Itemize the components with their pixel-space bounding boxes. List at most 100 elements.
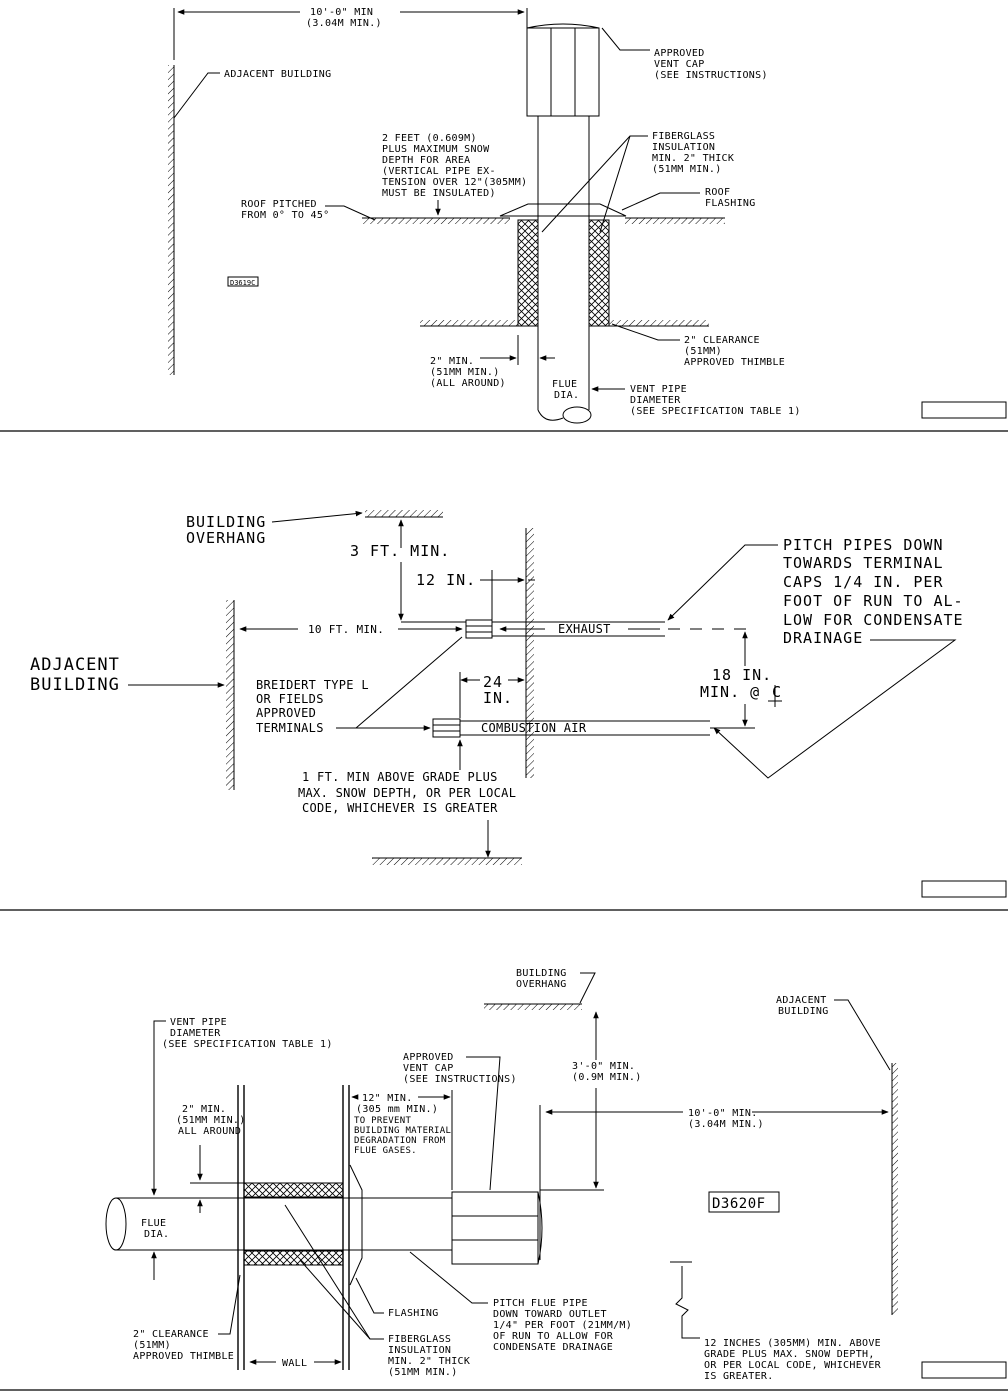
svg-text:OR PER LOCAL CODE, WHICHEVER: OR PER LOCAL CODE, WHICHEVER — [704, 1360, 882, 1371]
svg-text:BREIDERT TYPE L: BREIDERT TYPE L — [256, 678, 369, 692]
svg-text:DIA.: DIA. — [144, 1229, 169, 1240]
svg-text:18 IN.: 18 IN. — [712, 666, 772, 684]
svg-text:2 FEET (0.609M): 2 FEET (0.609M) — [382, 133, 477, 144]
svg-text:INSULATION: INSULATION — [388, 1345, 451, 1356]
svg-text:TOWARDS TERMINAL: TOWARDS TERMINAL — [783, 554, 944, 572]
svg-text:2" MIN.: 2" MIN. — [430, 356, 474, 367]
dist-top-metric: (3.04M MIN.) — [306, 18, 382, 29]
exterior-wall — [526, 528, 534, 778]
svg-text:DIAMETER: DIAMETER — [170, 1028, 221, 1039]
svg-text:APPROVED: APPROVED — [256, 706, 316, 720]
svg-text:FIBERGLASS: FIBERGLASS — [652, 131, 715, 142]
svg-text:IS GREATER.: IS GREATER. — [704, 1371, 774, 1382]
panel-sidewall-single-pipe: BUILDING OVERHANG ADJACENT BUILDING VENT… — [105, 968, 1007, 1382]
vent-cap-sidewall — [451, 1191, 539, 1265]
svg-text:VENT PIPE: VENT PIPE — [630, 384, 687, 395]
svg-text:BUILDING MATERIAL: BUILDING MATERIAL — [354, 1126, 451, 1136]
svg-text:(SEE SPECIFICATION TABLE 1): (SEE SPECIFICATION TABLE 1) — [630, 406, 801, 417]
svg-text:CONDENSATE DRAINAGE: CONDENSATE DRAINAGE — [493, 1342, 613, 1353]
svg-text:VENT PIPE: VENT PIPE — [170, 1017, 227, 1028]
svg-text:APPROVED: APPROVED — [654, 48, 705, 59]
svg-text:FIBERGLASS: FIBERGLASS — [388, 1334, 451, 1345]
svg-text:CODE, WHICHEVER IS GREATER: CODE, WHICHEVER IS GREATER — [302, 801, 498, 815]
svg-text:IN.: IN. — [483, 689, 513, 707]
drawing-id-1: D3619C — [230, 279, 255, 287]
svg-text:FLASHING: FLASHING — [388, 1308, 439, 1319]
combustion-air-label: COMBUSTION AIR — [481, 721, 587, 735]
svg-text:FLASHING: FLASHING — [705, 198, 756, 209]
svg-text:10'-0" MIN.: 10'-0" MIN. — [688, 1108, 758, 1119]
svg-text:BUILDING: BUILDING — [516, 968, 567, 979]
svg-text:MIN. 2" THICK: MIN. 2" THICK — [652, 153, 734, 164]
adjacent-building-label: ADJACENT BUILDING — [224, 69, 331, 80]
svg-text:2" CLEARANCE: 2" CLEARANCE — [684, 335, 760, 346]
svg-text:DRAINAGE: DRAINAGE — [783, 629, 863, 647]
svg-text:(ALL AROUND): (ALL AROUND) — [430, 378, 506, 389]
svg-text:(SEE INSTRUCTIONS): (SEE INSTRUCTIONS) — [403, 1074, 517, 1085]
svg-text:C: C — [772, 683, 782, 701]
grade — [372, 858, 522, 865]
svg-text:DOWN TOWARD OUTLET: DOWN TOWARD OUTLET — [493, 1309, 607, 1320]
svg-text:OVERHANG: OVERHANG — [186, 529, 266, 547]
svg-text:OR FIELDS: OR FIELDS — [256, 692, 324, 706]
svg-text:FLUE GASES.: FLUE GASES. — [354, 1146, 417, 1156]
svg-text:1/4" PER FOOT (21MM/M): 1/4" PER FOOT (21MM/M) — [493, 1320, 632, 1331]
svg-text:VENT CAP: VENT CAP — [403, 1063, 454, 1074]
exhaust-terminal — [465, 619, 493, 639]
svg-text:2" MIN.: 2" MIN. — [182, 1104, 226, 1115]
panel-sidewall-two-pipe: BUILDING OVERHANG 3 FT. MIN. 12 IN. PITC… — [30, 510, 1007, 898]
svg-text:BUILDING: BUILDING — [30, 675, 120, 695]
svg-text:(305 mm MIN.): (305 mm MIN.) — [356, 1104, 438, 1115]
svg-text:WALL: WALL — [282, 1358, 307, 1369]
combustion-air-terminal — [432, 718, 461, 738]
svg-text:(51MM): (51MM) — [133, 1340, 171, 1351]
insulation-bottom — [243, 1250, 344, 1266]
svg-text:DEPTH FOR AREA: DEPTH FOR AREA — [382, 155, 471, 166]
svg-text:BUILDING: BUILDING — [778, 1006, 829, 1017]
svg-text:TENSION OVER 12"(305MM): TENSION OVER 12"(305MM) — [382, 177, 527, 188]
svg-text:ROOF: ROOF — [705, 187, 730, 198]
svg-text:(51MM MIN.): (51MM MIN.) — [388, 1367, 458, 1378]
svg-text:TO PREVENT: TO PREVENT — [354, 1116, 411, 1126]
svg-text:BUILDING: BUILDING — [186, 513, 266, 531]
svg-text:MUST BE INSULATED): MUST BE INSULATED) — [382, 188, 496, 199]
svg-text:DIA.: DIA. — [554, 390, 579, 401]
svg-text:(51MM MIN.): (51MM MIN.) — [652, 164, 722, 175]
svg-text:MAX. SNOW DEPTH, OR PER LOCAL: MAX. SNOW DEPTH, OR PER LOCAL — [298, 786, 516, 800]
svg-text:(51MM MIN.): (51MM MIN.) — [430, 367, 500, 378]
svg-text:DEGRADATION FROM: DEGRADATION FROM — [354, 1136, 446, 1146]
svg-text:APPROVED THIMBLE: APPROVED THIMBLE — [133, 1351, 234, 1362]
svg-text:INSULATION: INSULATION — [652, 142, 715, 153]
svg-text:FOOT OF RUN TO AL-: FOOT OF RUN TO AL- — [783, 592, 964, 610]
svg-text:PITCH FLUE PIPE: PITCH FLUE PIPE — [493, 1298, 588, 1309]
svg-text:(0.9M MIN.): (0.9M MIN.) — [572, 1072, 642, 1083]
dist-top-label: 10'-0" MIN — [310, 7, 373, 18]
svg-text:PLUS MAXIMUM SNOW: PLUS MAXIMUM SNOW — [382, 144, 490, 155]
svg-text:DIAMETER: DIAMETER — [630, 395, 681, 406]
svg-text:FLUE: FLUE — [141, 1218, 166, 1229]
svg-text:MIN. @: MIN. @ — [700, 683, 760, 701]
svg-text:ALL AROUND: ALL AROUND — [178, 1126, 241, 1137]
svg-text:VENT CAP: VENT CAP — [654, 59, 705, 70]
svg-text:12" MIN.: 12" MIN. — [362, 1093, 413, 1104]
svg-text:(SEE SPECIFICATION TABLE 1): (SEE SPECIFICATION TABLE 1) — [162, 1039, 333, 1050]
svg-text:10 FT. MIN.: 10 FT. MIN. — [308, 623, 384, 636]
svg-text:(VERTICAL PIPE EX-: (VERTICAL PIPE EX- — [382, 166, 496, 177]
drawing-id-2: D3620F — [712, 1196, 766, 1212]
vent-cap — [526, 27, 600, 117]
svg-text:MIN. 2" THICK: MIN. 2" THICK — [388, 1356, 470, 1367]
svg-text:(3.04M MIN.): (3.04M MIN.) — [688, 1119, 764, 1130]
insulation-top — [243, 1182, 344, 1198]
svg-text:GRADE PLUS MAX. SNOW DEPTH,: GRADE PLUS MAX. SNOW DEPTH, — [704, 1349, 875, 1360]
adjacent-building-wall — [168, 65, 174, 375]
svg-text:ADJACENT: ADJACENT — [776, 995, 827, 1006]
svg-text:1 FT. MIN ABOVE GRADE PLUS: 1 FT. MIN ABOVE GRADE PLUS — [302, 770, 498, 784]
insulation-left — [517, 219, 539, 327]
panel-vertical-vent: 10'-0" MIN (3.04M MIN.) ADJACENT BUILDIN… — [168, 7, 1007, 424]
svg-text:2" CLEARANCE: 2" CLEARANCE — [133, 1329, 209, 1340]
svg-text:FLUE: FLUE — [552, 379, 577, 390]
svg-text:APPROVED THIMBLE: APPROVED THIMBLE — [684, 357, 785, 368]
svg-text:3 FT. MIN.: 3 FT. MIN. — [350, 542, 450, 560]
svg-text:TERMINALS: TERMINALS — [256, 721, 324, 735]
